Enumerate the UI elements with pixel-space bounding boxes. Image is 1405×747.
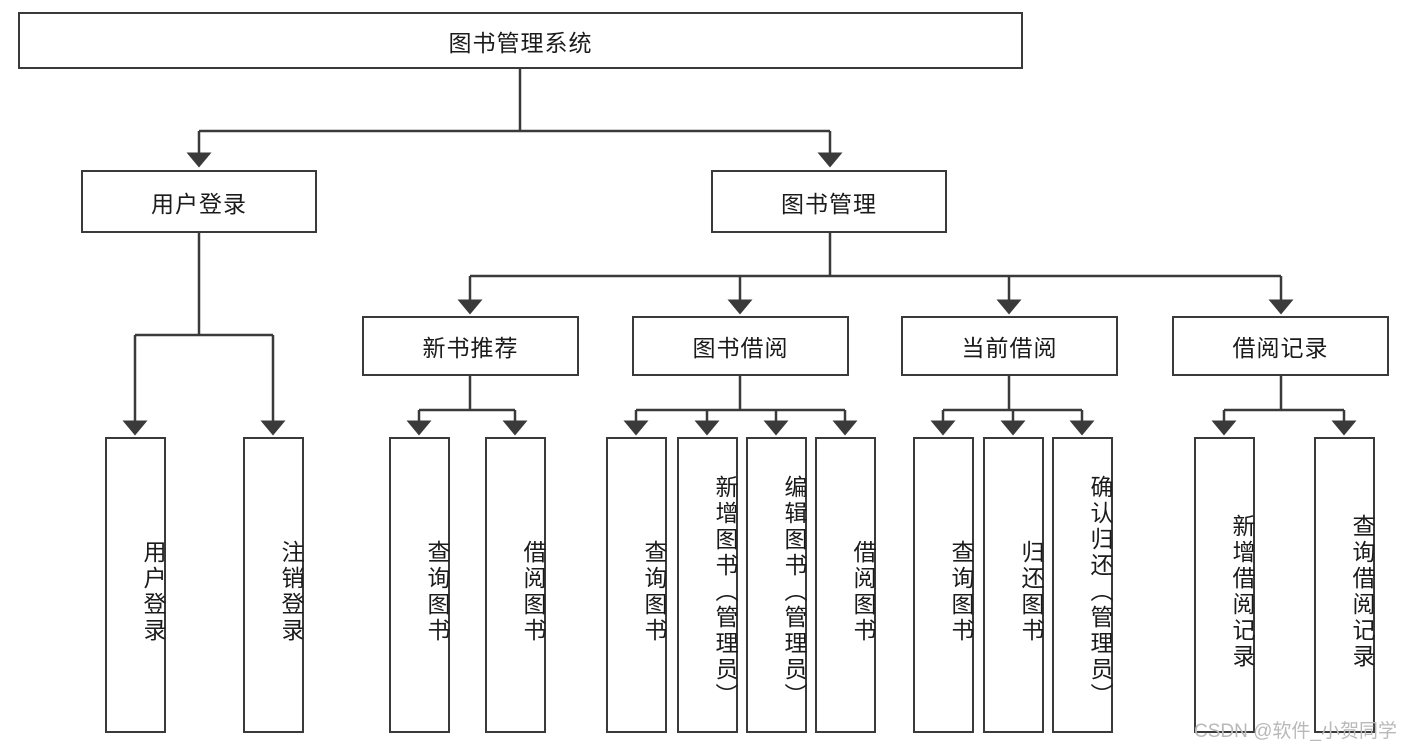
node-leaf-borrow-book-label: 借阅图书 [850, 540, 876, 644]
node-leaf-return-book-label: 归还图书 [1018, 540, 1044, 644]
node-current-borrow[interactable]: 当前借阅 [901, 316, 1118, 376]
node-new-book-recommend-label: 新书推荐 [422, 335, 519, 361]
node-leaf-add-borrow-record[interactable]: 新增借阅记录 [1194, 437, 1255, 733]
node-root-label: 图书管理系统 [448, 29, 593, 56]
node-leaf-confirm-return[interactable]: 确认归还（管理员） [1052, 437, 1113, 733]
node-leaf-query-borrow-record[interactable]: 查询借阅记录 [1314, 437, 1375, 733]
node-book-management-label: 图书管理 [781, 190, 877, 217]
node-leaf-borrow-book[interactable]: 借阅图书 [815, 437, 876, 733]
watermark-text: CSDN @软件_小贺同学 [1194, 721, 1397, 742]
node-user-login-label: 用户登录 [151, 190, 247, 217]
node-leaf-user-login-label: 用户登录 [140, 540, 166, 644]
node-leaf-logout-label: 注销登录 [278, 540, 304, 644]
node-leaf-add-book[interactable]: 新增图书（管理员） [677, 437, 738, 733]
node-leaf-add-book-label: 新增图书（管理员） [712, 475, 738, 709]
node-leaf-edit-book-label: 编辑图书（管理员） [781, 475, 807, 709]
node-leaf-query-book-borrow-label: 查询图书 [641, 540, 667, 644]
node-leaf-query-book-current-label: 查询图书 [948, 540, 974, 644]
node-leaf-add-borrow-record-label: 新增借阅记录 [1229, 514, 1255, 670]
node-leaf-return-book[interactable]: 归还图书 [983, 437, 1044, 733]
node-borrow-record[interactable]: 借阅记录 [1172, 316, 1389, 376]
node-leaf-query-book-borrow[interactable]: 查询图书 [606, 437, 667, 733]
node-leaf-query-book-current[interactable]: 查询图书 [913, 437, 974, 733]
node-book-management[interactable]: 图书管理 [711, 170, 947, 233]
node-book-borrow-label: 图书借阅 [692, 335, 789, 361]
node-leaf-edit-book[interactable]: 编辑图书（管理员） [746, 437, 807, 733]
node-leaf-query-book-recommend-label: 查询图书 [424, 540, 450, 644]
node-leaf-query-book-recommend[interactable]: 查询图书 [389, 437, 450, 733]
node-borrow-record-label: 借阅记录 [1232, 335, 1329, 361]
node-leaf-confirm-return-label: 确认归还（管理员） [1087, 475, 1113, 709]
node-leaf-borrow-book-recommend-label: 借阅图书 [520, 540, 546, 644]
node-new-book-recommend[interactable]: 新书推荐 [362, 316, 579, 376]
node-book-borrow[interactable]: 图书借阅 [632, 316, 849, 376]
node-root[interactable]: 图书管理系统 [18, 12, 1023, 69]
node-current-borrow-label: 当前借阅 [961, 335, 1058, 361]
node-leaf-logout[interactable]: 注销登录 [243, 437, 304, 733]
node-leaf-borrow-book-recommend[interactable]: 借阅图书 [485, 437, 546, 733]
node-user-login[interactable]: 用户登录 [81, 170, 317, 233]
node-leaf-user-login[interactable]: 用户登录 [105, 437, 166, 733]
node-leaf-query-borrow-record-label: 查询借阅记录 [1349, 514, 1375, 670]
